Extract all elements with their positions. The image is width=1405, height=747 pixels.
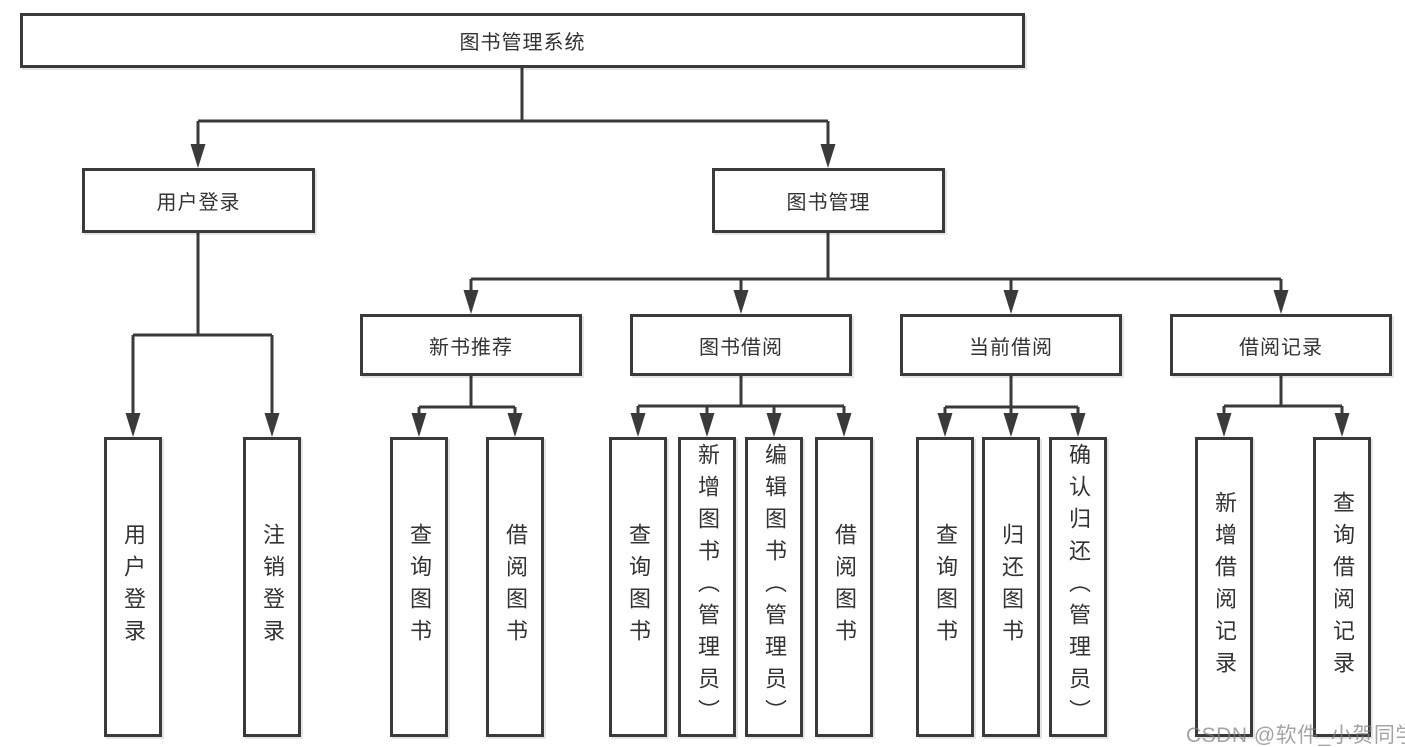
leaf-borrowing-query-books: 查询图书	[609, 437, 667, 737]
arrowhead	[1003, 413, 1019, 437]
leaf-label: 查询图书	[626, 523, 651, 651]
node-user-login-branch: 用户登录	[82, 168, 315, 233]
connector-current-to-leaves	[943, 376, 1080, 418]
leaf-label: 编辑图书（管理员）	[762, 443, 787, 731]
node-library-management-system: 图书管理系统	[20, 13, 1025, 68]
leaf-current-query-books: 查询图书	[916, 437, 974, 737]
arrowhead	[1070, 413, 1086, 437]
arrowhead	[1216, 413, 1232, 437]
connector-records-to-leaves	[1222, 376, 1344, 418]
connector-newbook-to-leaves	[417, 376, 517, 418]
arrowhead	[507, 413, 523, 437]
arrowhead	[1273, 290, 1289, 314]
node-label: 图书借阅	[699, 336, 783, 359]
node-label: 图书管理	[786, 192, 871, 214]
leaf-borrowing-borrow-books: 借阅图书	[815, 437, 873, 737]
connector-bookmgmt-to-level3	[469, 233, 1283, 296]
leaf-label: 查询图书	[933, 523, 958, 651]
connector-root-to-level2	[196, 68, 830, 150]
leaf-user-login: 用户登录	[104, 437, 162, 737]
node-label: 借阅记录	[1239, 336, 1323, 359]
arrowhead	[699, 413, 715, 437]
node-label: 当前借阅	[969, 336, 1053, 359]
leaf-label: 确认归还（管理员）	[1066, 443, 1091, 731]
arrowhead	[766, 413, 782, 437]
node-borrowing-records: 借阅记录	[1170, 314, 1392, 376]
leaf-current-confirm-return-admin: 确认归还（管理员）	[1049, 437, 1107, 737]
leaf-newbook-query-books: 查询图书	[390, 437, 448, 737]
arrowhead	[264, 413, 280, 437]
arrowhead	[820, 144, 836, 168]
node-new-book-recommend: 新书推荐	[360, 314, 582, 376]
leaf-borrowing-edit-books-admin: 编辑图书（管理员）	[745, 437, 803, 737]
leaf-current-return-books: 归还图书	[982, 437, 1040, 737]
leaf-borrowing-add-books-admin: 新增图书（管理员）	[678, 437, 736, 737]
arrowhead	[411, 413, 427, 437]
leaf-records-add-record: 新增借阅记录	[1195, 437, 1253, 737]
leaf-label: 归还图书	[999, 523, 1024, 651]
arrowhead	[463, 290, 479, 314]
arrowhead	[190, 144, 206, 168]
node-book-management-branch: 图书管理	[712, 168, 945, 233]
leaf-records-query-record: 查询借阅记录	[1313, 437, 1371, 737]
leaf-label: 查询借阅记录	[1330, 491, 1355, 683]
arrowhead	[125, 413, 141, 437]
leaf-label: 注销登录	[260, 523, 285, 651]
arrowhead	[1003, 290, 1019, 314]
leaf-label: 新增借阅记录	[1212, 491, 1237, 683]
leaf-label: 查询图书	[407, 523, 432, 651]
leaf-label: 借阅图书	[503, 523, 528, 651]
arrowhead	[836, 413, 852, 437]
leaf-label: 用户登录	[121, 523, 146, 651]
leaf-label: 借阅图书	[832, 523, 857, 651]
node-current-borrowing: 当前借阅	[900, 314, 1122, 376]
arrowhead	[937, 413, 953, 437]
arrowhead	[733, 290, 749, 314]
connector-borrowing-to-leaves	[636, 376, 846, 418]
leaf-newbook-borrow-books: 借阅图书	[486, 437, 544, 737]
connector-userlogin-to-leaves	[131, 233, 274, 418]
csdn-watermark: CSDN @软件_小贺同学	[1186, 724, 1405, 747]
leaf-label: 新增图书（管理员）	[695, 443, 720, 731]
node-label: 图书管理系统	[459, 32, 586, 54]
node-label: 新书推荐	[429, 336, 513, 359]
node-label: 用户登录	[156, 192, 241, 214]
arrowhead	[630, 413, 646, 437]
leaf-logout: 注销登录	[243, 437, 301, 737]
node-book-borrowing: 图书借阅	[630, 314, 852, 376]
arrowhead	[1334, 413, 1350, 437]
